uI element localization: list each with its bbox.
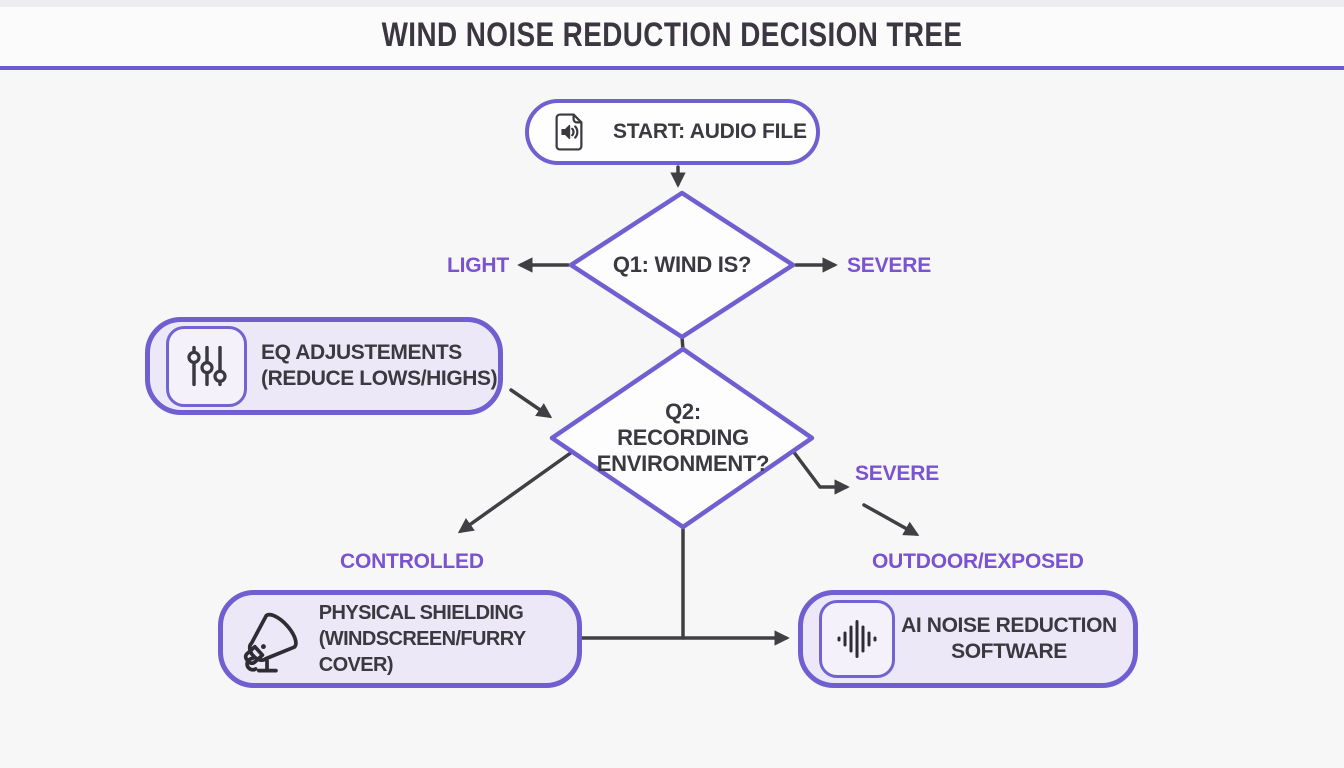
eq-node-text: EQ ADJUSTEMENTS (REDUCE LOWS/HIGHS) xyxy=(261,340,498,392)
edge-q2-to-severe xyxy=(791,449,850,495)
physical-shielding-text: PHYSICAL SHIELDING (WINDSCREEN/FURRY COV… xyxy=(319,600,577,678)
physical-shielding-title: PHYSICAL SHIELDING xyxy=(318,602,524,624)
megaphone-icon xyxy=(243,612,298,673)
ai-icon-tile xyxy=(819,600,895,678)
edge-severe-to-outdoor xyxy=(862,503,920,536)
ai-noise-reduction-title: AI NOISE REDUCTION xyxy=(901,614,1117,637)
branch-label-severe-q2: SEVERE xyxy=(855,462,939,485)
q1-decision-label: Q1: WIND IS? xyxy=(612,252,752,277)
audio-waveform-icon xyxy=(837,620,877,658)
top-edge-strip xyxy=(0,0,1344,7)
equalizer-sliders-icon xyxy=(186,345,227,387)
branch-label-outdoor-exposed: OUTDOOR/EXPOSED xyxy=(872,550,1084,573)
eq-node-subtitle: (REDUCE LOWS/HIGHS) xyxy=(261,367,498,390)
start-node-label: START: AUDIO FILE xyxy=(613,120,807,143)
page-title: WIND NOISE REDUCTION DECISION TREE xyxy=(381,16,963,54)
physical-shielding-node: PHYSICAL SHIELDING (WINDSCREEN/FURRY COV… xyxy=(218,590,582,688)
q2-label-line2: RECORDING xyxy=(617,425,749,450)
q2-label-line3: ENVIRONMENT? xyxy=(596,451,770,476)
edge-q2-to-controlled xyxy=(457,450,574,534)
audio-file-icon xyxy=(555,113,583,151)
physical-shielding-subtitle: (WINDSCREEN/FURRY COVER) xyxy=(318,628,526,676)
start-node: START: AUDIO FILE xyxy=(525,99,820,165)
q1-decision-diamond xyxy=(568,190,796,340)
branch-label-severe-q1: SEVERE xyxy=(847,254,931,277)
branch-label-controlled: CONTROLLED xyxy=(340,550,484,573)
ai-noise-reduction-text: AI NOISE REDUCTION SOFTWARE xyxy=(899,613,1133,665)
branch-label-light: LIGHT xyxy=(447,254,509,277)
eq-node-title: EQ ADJUSTEMENTS xyxy=(261,341,462,364)
title-divider-rule xyxy=(0,66,1344,70)
header-band xyxy=(0,0,1344,66)
q2-decision-diamond xyxy=(549,346,815,530)
q2-decision-label: Q2: RECORDING ENVIRONMENT? xyxy=(573,399,793,477)
q2-label-line1: Q2: xyxy=(665,399,701,424)
ai-noise-reduction-node: AI NOISE REDUCTION SOFTWARE xyxy=(798,590,1138,688)
ai-noise-reduction-subtitle: SOFTWARE xyxy=(951,640,1067,663)
edge-eq-to-q2 xyxy=(509,388,553,419)
eq-icon-tile xyxy=(166,325,247,407)
eq-adjustments-node: EQ ADJUSTEMENTS (REDUCE LOWS/HIGHS) xyxy=(145,317,503,415)
